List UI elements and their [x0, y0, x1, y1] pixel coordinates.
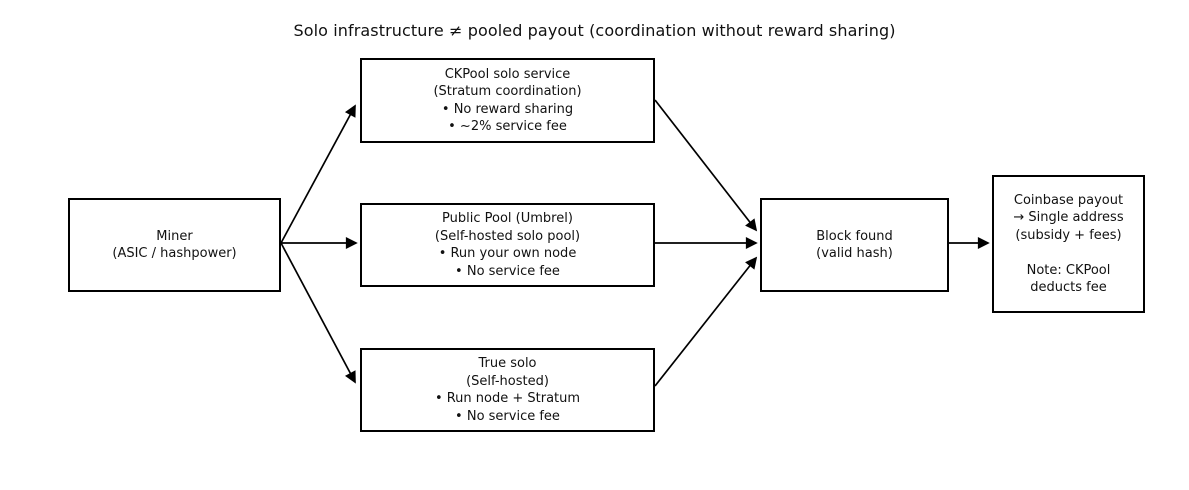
node-coinbase-note-line-2: deducts fee	[1030, 280, 1107, 295]
node-miner-subtitle: (ASIC / hashpower)	[112, 246, 237, 261]
arrow-miner-to-ckpool	[280, 104, 356, 244]
node-public-pool-title: Public Pool (Umbrel)	[442, 211, 573, 226]
node-ckpool-title: CKPool solo service	[444, 66, 571, 82]
node-coinbase-note-line-1: Note: CKPool	[1026, 262, 1111, 278]
arrow-miner-to-true-solo	[280, 242, 356, 384]
diagram-title: Solo infrastructure ≠ pooled payout (coo…	[293, 21, 896, 40]
arrow-true-solo-to-block-found	[654, 256, 758, 387]
node-miner: Miner (ASIC / hashpower)	[68, 198, 281, 292]
node-true-solo-bullet-1: • Run node + Stratum	[434, 391, 581, 406]
node-coinbase-line-2: → Single address	[1013, 210, 1124, 225]
node-block-found-title: Block found	[816, 228, 893, 244]
node-true-solo-subtitle: (Self-hosted)	[466, 373, 549, 389]
node-block-found-subtitle: (valid hash)	[816, 246, 893, 261]
node-miner-title: Miner	[156, 228, 193, 244]
node-ckpool-solo-service: CKPool solo service (Stratum coordinatio…	[360, 58, 655, 143]
node-true-solo: True solo (Self-hosted) • Run node + Str…	[360, 348, 655, 432]
node-coinbase-line-1: Coinbase payout	[1013, 192, 1124, 208]
node-block-found: Block found (valid hash)	[760, 198, 949, 292]
node-ckpool-subtitle: (Stratum coordination)	[433, 84, 582, 99]
node-public-pool-subtitle: (Self-hosted solo pool)	[434, 228, 581, 244]
arrow-ckpool-to-block-found	[654, 99, 758, 232]
node-public-pool: Public Pool (Umbrel) (Self-hosted solo p…	[360, 203, 655, 287]
node-true-solo-title: True solo	[478, 356, 537, 371]
node-public-pool-bullet-1: • Run your own node	[438, 246, 577, 261]
node-ckpool-bullet-1: • No reward sharing	[441, 101, 574, 117]
node-coinbase-payout: Coinbase payout → Single address (subsid…	[992, 175, 1145, 313]
node-coinbase-line-3: (subsidy + fees)	[1015, 227, 1122, 243]
node-public-pool-bullet-2: • No service fee	[455, 263, 560, 279]
node-true-solo-bullet-2: • No service fee	[455, 408, 560, 424]
node-ckpool-bullet-2: • ~2% service fee	[448, 119, 567, 134]
